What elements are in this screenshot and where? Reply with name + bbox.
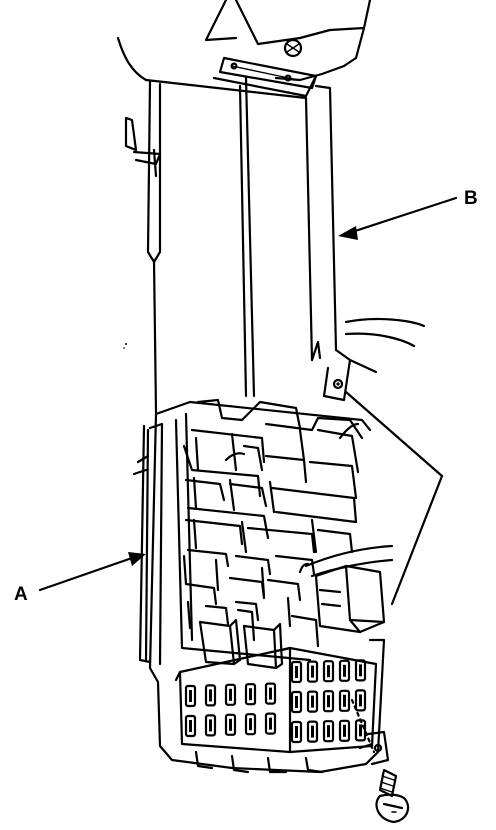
fuse-slot [184,714,197,738]
callout-b: B [338,188,478,240]
relay-row-2 [182,444,358,514]
fuse-slot-blade [269,687,272,700]
fuse-slot-blade [327,695,330,708]
fuse-slot [224,683,237,706]
fuse-slot-blade [229,718,232,731]
fuse-slot [354,659,367,682]
fuse-slot-blade [249,688,252,701]
fuse-slot [338,719,351,742]
fuse-slot [306,660,319,683]
fuse-slot [264,712,277,735]
fuse-slot [264,682,277,705]
fuse-slot-blade [311,695,314,708]
speck [123,347,125,349]
fuse-slot-blade [229,688,232,701]
fuse-slot [338,659,351,682]
mount-bracket [350,698,390,766]
bottom-clips [194,750,324,774]
fuse-slot-blade [249,718,252,731]
fuse-slot [354,689,367,712]
fuse-slot [184,684,197,708]
relay-row-1 [190,398,364,474]
relay-row-4 [182,518,354,598]
fuse-slot-blade [311,725,314,738]
wire-harness [298,544,394,578]
fuse-slot-blade [189,720,192,732]
fuse-slot-blade [189,690,192,702]
fuse-slot-blade [295,726,298,738]
bolt [375,768,410,824]
fuse-slot-blade [359,664,362,677]
large-relay [314,564,386,634]
callout-a: A [14,552,146,605]
relay-row-5 [184,576,302,630]
speck [125,343,127,345]
fuse-slot-blade [359,724,362,737]
bracket-b [144,56,426,402]
fuse-slot-blade [327,725,330,738]
label-a: A [14,584,28,605]
fuse-slot [244,683,257,706]
fuse-slot [338,689,351,712]
fuse-slot [306,720,319,743]
fuse-slot-blade [343,694,346,707]
fuse-slot [204,684,217,707]
fuse-slot [322,720,335,743]
fuse-slot-blade [327,665,330,678]
dashboard-panel [116,0,372,82]
guide-lines [238,76,444,606]
fuse-slot [244,713,257,736]
fuse-slots [184,659,367,744]
fuse-slot-blade [295,696,298,708]
fuse-slot-blade [359,694,362,707]
fuse-slot [290,720,303,744]
fuse-slot-blade [343,724,346,737]
fuse-slot-blade [311,665,314,678]
fuse-slot-blade [343,664,346,677]
fuse-slot [290,690,303,714]
fuse-slot-blade [269,717,272,730]
fuse-slot-blade [209,689,212,702]
fuse-slot [224,713,237,736]
fuse-box-a [132,398,394,774]
lower-relays [198,608,320,670]
bracket-left [124,80,162,414]
fuse-slot [322,660,335,683]
fuse-slot [290,660,303,684]
fuse-slot [204,714,217,737]
fuse-slot-blade [295,666,298,678]
fuse-slot [306,690,319,713]
label-b: B [464,188,478,209]
fuse-slot-blade [209,719,212,732]
fuse-slot [322,690,335,713]
